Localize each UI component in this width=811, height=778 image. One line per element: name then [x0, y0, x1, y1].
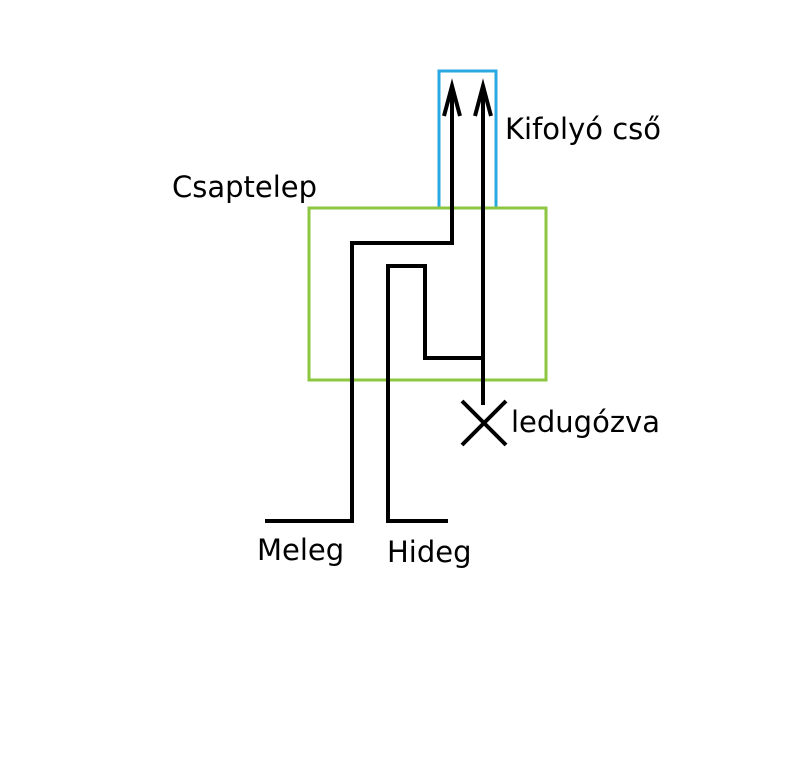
mixer-box	[307, 206, 548, 382]
plugged-label: ledugózva	[511, 405, 660, 439]
hot-flow-arrow-icon	[442, 78, 462, 117]
cold-label: Hideg	[387, 535, 472, 569]
spout-box	[437, 69, 498, 210]
spout-label: Kifolyó cső	[505, 112, 661, 146]
plugged-x-icon	[460, 399, 508, 447]
hot-label: Meleg	[257, 533, 344, 567]
cold-water-pipe	[386, 264, 483, 523]
hot-water-pipe	[265, 90, 454, 523]
outlet-flow-arrow-icon	[473, 78, 493, 117]
mixer-label: Csaptelep	[172, 170, 317, 204]
